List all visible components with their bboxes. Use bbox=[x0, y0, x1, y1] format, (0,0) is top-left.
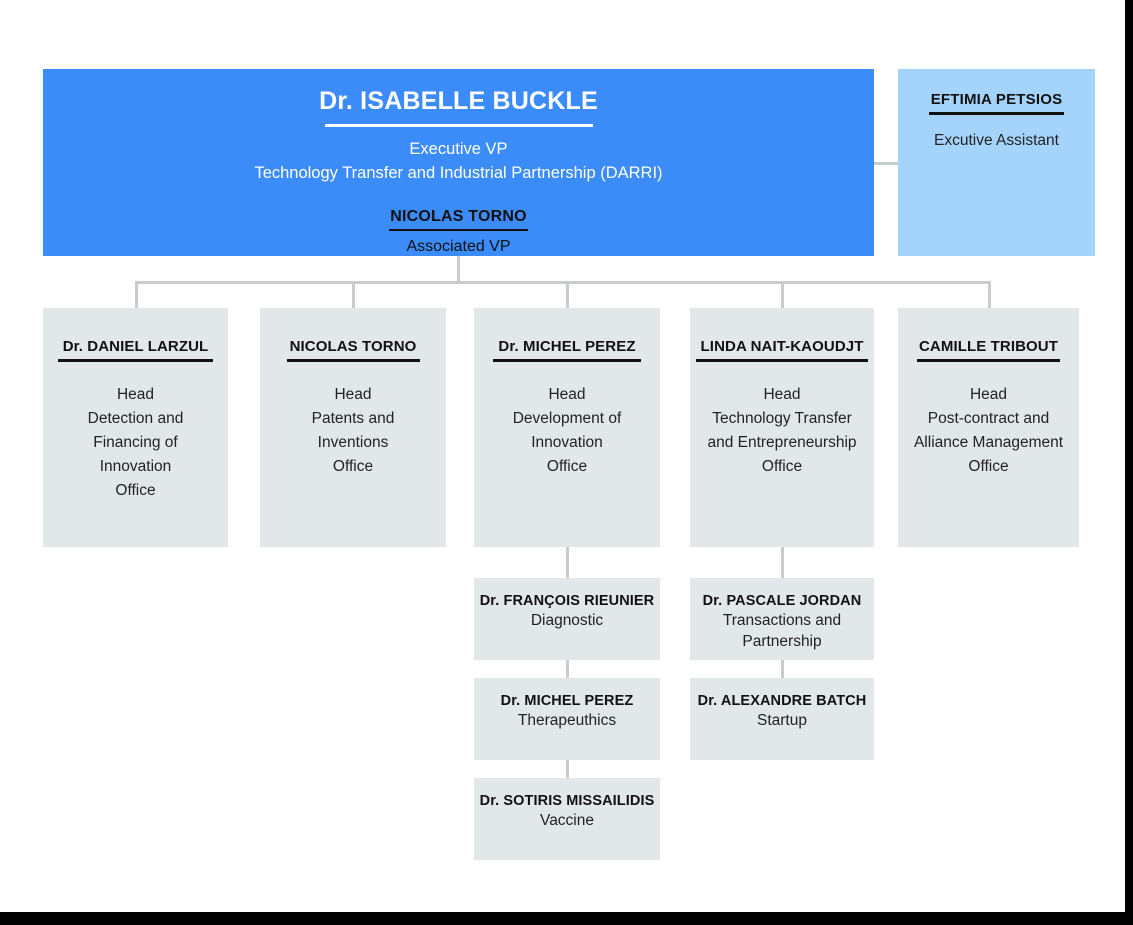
node-division-3[interactable]: Dr. MICHEL PEREZ Head Development of Inn… bbox=[474, 308, 660, 547]
root-role-line-1: Executive VP bbox=[409, 139, 508, 158]
connector-linda-to-child-1 bbox=[781, 547, 784, 578]
division-2-name: NICOLAS TORNO bbox=[289, 338, 417, 355]
node-division-4-child-1[interactable]: Dr. PASCALE JORDAN Transactions and Part… bbox=[690, 578, 874, 660]
connector-drop-2 bbox=[352, 281, 355, 309]
connector-perez-child-2-to-3 bbox=[566, 760, 569, 778]
division-1-name: Dr. DANIEL LARZUL bbox=[62, 338, 209, 355]
node-division-3-child-1[interactable]: Dr. FRANÇOIS RIEUNIER Diagnostic bbox=[474, 578, 660, 660]
root-name-underline bbox=[324, 123, 593, 127]
division-3-child-1-name: Dr. FRANÇOIS RIEUNIER bbox=[479, 593, 655, 609]
connector-perez-to-child-1 bbox=[566, 547, 569, 578]
division-3-child-2-name: Dr. MICHEL PEREZ bbox=[500, 693, 634, 709]
division-3-role: Head Development of Innovation Office bbox=[512, 386, 622, 476]
division-4-child-1-name: Dr. PASCALE JORDAN bbox=[702, 593, 862, 609]
node-division-1[interactable]: Dr. DANIEL LARZUL Head Detection and Fin… bbox=[43, 308, 228, 547]
division-3-underline bbox=[493, 359, 641, 362]
division-2-underline bbox=[286, 359, 420, 362]
division-2-role: Head Patents and Inventions Office bbox=[311, 386, 395, 476]
division-5-name: CAMILLE TRIBOUT bbox=[919, 338, 1058, 355]
node-division-2[interactable]: NICOLAS TORNO Head Patents and Invention… bbox=[260, 308, 446, 547]
division-4-child-1-role: Transactions and Partnership bbox=[722, 612, 842, 650]
right-frame-bar bbox=[1125, 0, 1133, 925]
node-division-3-child-2[interactable]: Dr. MICHEL PEREZ Therapeuthics bbox=[474, 678, 660, 760]
division-1-underline bbox=[58, 359, 213, 362]
node-division-5[interactable]: CAMILLE TRIBOUT Head Post-contract and A… bbox=[898, 308, 1079, 547]
division-4-role: Head Technology Transfer and Entrepreneu… bbox=[707, 386, 857, 476]
connector-drop-1 bbox=[135, 281, 138, 309]
root-deputy-underline bbox=[389, 228, 528, 231]
division-4-underline bbox=[696, 359, 868, 362]
root-role-line-2: Technology Transfer and Industrial Partn… bbox=[254, 163, 663, 182]
division-5-underline bbox=[917, 359, 1060, 362]
root-deputy-role: Associated VP bbox=[406, 238, 511, 255]
node-division-4-child-2[interactable]: Dr. ALEXANDRE BATCH Startup bbox=[690, 678, 874, 760]
connector-horizontal-bus bbox=[135, 281, 991, 284]
division-3-child-2-role: Therapeuthics bbox=[517, 712, 617, 729]
node-executive-assistant[interactable]: EFTIMIA PETSIOS Excutive Assistant bbox=[898, 69, 1095, 256]
node-division-3-child-3[interactable]: Dr. SOTIRIS MISSAILIDIS Vaccine bbox=[474, 778, 660, 860]
division-3-child-3-name: Dr. SOTIRIS MISSAILIDIS bbox=[479, 793, 655, 809]
connector-root-to-assistant bbox=[874, 162, 899, 165]
division-3-child-3-role: Vaccine bbox=[540, 812, 594, 829]
division-3-name: Dr. MICHEL PEREZ bbox=[498, 338, 636, 355]
connector-drop-3 bbox=[566, 281, 569, 309]
connector-drop-4 bbox=[781, 281, 784, 309]
connector-root-stem bbox=[457, 256, 460, 283]
bottom-frame-bar bbox=[0, 912, 1133, 925]
division-4-child-2-role: Startup bbox=[757, 712, 807, 729]
connector-drop-5 bbox=[988, 281, 991, 309]
assistant-name-underline bbox=[929, 112, 1064, 115]
division-5-role: Head Post-contract and Alliance Manageme… bbox=[913, 386, 1064, 476]
division-4-child-2-name: Dr. ALEXANDRE BATCH bbox=[697, 693, 867, 709]
assistant-person-name: EFTIMIA PETSIOS bbox=[930, 91, 1063, 108]
root-deputy-name: NICOLAS TORNO bbox=[390, 207, 527, 225]
division-4-name: LINDA NAIT-KAOUDJT bbox=[700, 338, 864, 355]
node-division-4[interactable]: LINDA NAIT-KAOUDJT Head Technology Trans… bbox=[690, 308, 874, 547]
connector-linda-child-1-to-2 bbox=[781, 660, 784, 678]
connector-perez-child-1-to-2 bbox=[566, 660, 569, 678]
assistant-role: Excutive Assistant bbox=[934, 132, 1059, 149]
root-person-name: Dr. ISABELLE BUCKLE bbox=[319, 87, 598, 115]
division-3-child-1-role: Diagnostic bbox=[530, 612, 604, 629]
node-executive-vp[interactable]: Dr. ISABELLE BUCKLE Executive VP Technol… bbox=[43, 69, 874, 256]
division-1-role: Head Detection and Financing of Innovati… bbox=[87, 386, 184, 500]
